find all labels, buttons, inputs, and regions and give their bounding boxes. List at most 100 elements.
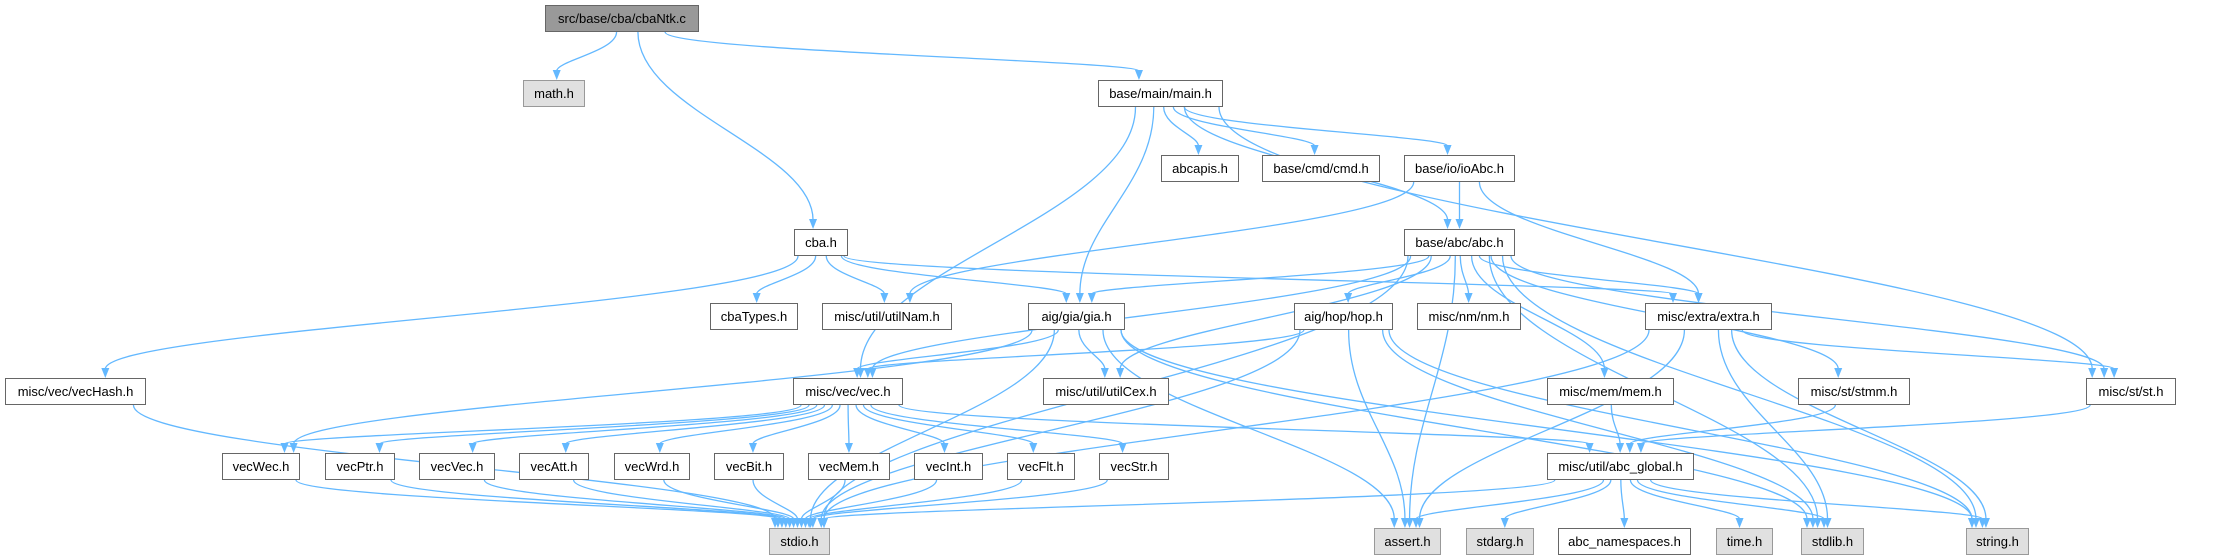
node-cbaTypes[interactable]: cbaTypes.h bbox=[710, 303, 798, 330]
edge-gia-to-stdio bbox=[809, 329, 1055, 520]
node-vecStr[interactable]: vecStr.h bbox=[1099, 453, 1169, 480]
arrowhead-icon bbox=[940, 443, 949, 453]
edge-abc_global-to-time bbox=[1629, 479, 1741, 520]
edge-cba-to-vecHash bbox=[104, 255, 799, 370]
arrowhead-icon bbox=[1464, 293, 1473, 303]
edge-vec-to-vecWrd bbox=[659, 404, 833, 445]
arrowhead-icon bbox=[1600, 368, 1609, 378]
arrowhead-icon bbox=[1116, 368, 1125, 378]
node-vecWrd[interactable]: vecWrd.h bbox=[614, 453, 690, 480]
node-abc_global[interactable]: misc/util/abc_global.h bbox=[1547, 453, 1694, 480]
edge-vec-to-vecFlt bbox=[862, 404, 1034, 445]
node-vecPtr[interactable]: vecPtr.h bbox=[325, 453, 395, 480]
node-abc[interactable]: base/abc/abc.h bbox=[1404, 229, 1515, 256]
arrowhead-icon bbox=[655, 443, 664, 453]
node-vecWec[interactable]: vecWec.h bbox=[222, 453, 300, 480]
arrowhead-icon bbox=[101, 368, 110, 378]
arrowhead-icon bbox=[905, 293, 914, 303]
edge-cba-to-extra bbox=[843, 255, 1674, 295]
node-ioAbc[interactable]: base/io/ioAbc.h bbox=[1404, 155, 1515, 182]
edge-main-to-ioAbc bbox=[1183, 106, 1449, 147]
edge-abc-to-gia bbox=[1091, 255, 1430, 295]
edge-gia-to-utilCex bbox=[1078, 329, 1106, 370]
node-mem[interactable]: misc/mem/mem.h bbox=[1547, 378, 1674, 405]
arrowhead-icon bbox=[1344, 293, 1353, 303]
arrowhead-icon bbox=[1310, 145, 1319, 155]
arrowhead-icon bbox=[1134, 70, 1143, 80]
node-cba[interactable]: cba.h bbox=[794, 229, 848, 256]
arrowhead-icon bbox=[561, 443, 570, 453]
edge-vec-to-abc_global bbox=[898, 404, 1591, 445]
node-vecMem[interactable]: vecMem.h bbox=[808, 453, 890, 480]
arrowhead-icon bbox=[1443, 219, 1452, 229]
edge-vec-to-vecWec bbox=[283, 404, 802, 445]
edge-hop-to-stdio bbox=[820, 329, 1301, 520]
edge-abc-to-hop bbox=[1347, 255, 1451, 295]
arrowhead-icon bbox=[748, 443, 757, 453]
arrowhead-icon bbox=[1636, 443, 1645, 453]
arrowhead-icon bbox=[1087, 293, 1096, 303]
arrowhead-icon bbox=[1390, 518, 1399, 528]
edge-abc_global-to-stdlib bbox=[1636, 479, 1825, 520]
arrowhead-icon bbox=[289, 443, 298, 453]
edge-cba-to-cbaTypes bbox=[756, 255, 817, 295]
edge-abc-to-string bbox=[1501, 255, 1977, 520]
arrowhead-icon bbox=[1978, 518, 1987, 528]
node-vecHash[interactable]: misc/vec/vecHash.h bbox=[5, 378, 146, 405]
edge-vecWrd-to-stdio bbox=[663, 479, 795, 520]
node-cmd[interactable]: base/cmd/cmd.h bbox=[1262, 155, 1380, 182]
node-main[interactable]: base/main/main.h bbox=[1098, 80, 1223, 107]
node-stdio: stdio.h bbox=[769, 528, 830, 555]
node-vec[interactable]: misc/vec/vec.h bbox=[793, 378, 903, 405]
edge-stmm-to-abc_global bbox=[1629, 404, 1836, 445]
node-abc_namespaces[interactable]: abc_namespaces.h bbox=[1558, 528, 1691, 555]
edge-extra-to-st bbox=[1741, 329, 2115, 370]
edge-cbaNtk-to-math bbox=[556, 31, 618, 72]
node-vecVec[interactable]: vecVec.h bbox=[419, 453, 495, 480]
arrowhead-icon bbox=[1585, 443, 1594, 453]
arrowhead-icon bbox=[280, 443, 289, 453]
node-st[interactable]: misc/st/st.h bbox=[2086, 378, 2176, 405]
arrowhead-icon bbox=[1500, 518, 1509, 528]
node-abcapis[interactable]: abcapis.h bbox=[1161, 155, 1239, 182]
edge-vec-to-vecVec bbox=[471, 404, 818, 445]
edge-vecFlt-to-stdio bbox=[808, 479, 1023, 520]
edge-st-to-abc_global bbox=[1640, 404, 2091, 445]
node-utilNam[interactable]: misc/util/utilNam.h bbox=[822, 303, 952, 330]
arrowhead-icon bbox=[1808, 518, 1817, 528]
arrowhead-icon bbox=[1820, 518, 1829, 528]
node-stmm[interactable]: misc/st/stmm.h bbox=[1798, 378, 1910, 405]
arrowhead-icon bbox=[1029, 443, 1038, 453]
edge-vecInt-to-stdio bbox=[804, 479, 938, 520]
edge-extra-to-assert bbox=[1418, 329, 1686, 520]
edge-hop-to-vec bbox=[867, 329, 1305, 370]
node-gia[interactable]: aig/gia/gia.h bbox=[1028, 303, 1125, 330]
arrowhead-icon bbox=[1625, 443, 1634, 453]
node-vecBit[interactable]: vecBit.h bbox=[714, 453, 784, 480]
arrowhead-icon bbox=[880, 293, 889, 303]
arrowhead-icon bbox=[1118, 443, 1127, 453]
node-string: string.h bbox=[1966, 528, 2029, 555]
edge-gia-to-vec bbox=[856, 329, 1059, 370]
node-nm[interactable]: misc/nm/nm.h bbox=[1417, 303, 1521, 330]
edge-main-to-gia bbox=[1079, 106, 1155, 295]
arrowhead-icon bbox=[1834, 368, 1843, 378]
arrowhead-icon bbox=[552, 70, 561, 80]
node-utilCex[interactable]: misc/util/utilCex.h bbox=[1043, 378, 1169, 405]
arrowhead-icon bbox=[1443, 145, 1452, 155]
edge-gia-to-stdlib bbox=[1120, 329, 1808, 520]
arrowhead-icon bbox=[1669, 293, 1677, 303]
node-vecInt[interactable]: vecInt.h bbox=[914, 453, 983, 480]
edge-abc_global-to-stdio bbox=[823, 479, 1556, 520]
arrowhead-icon bbox=[809, 219, 818, 229]
node-vecAtt[interactable]: vecAtt.h bbox=[519, 453, 589, 480]
arrowhead-icon bbox=[2100, 368, 2109, 378]
node-hop[interactable]: aig/hop/hop.h bbox=[1294, 303, 1393, 330]
edge-hop-to-string bbox=[1388, 329, 1973, 520]
edge-vec-to-vecMem bbox=[847, 404, 850, 445]
edge-abc_global-to-stdarg bbox=[1504, 479, 1612, 520]
node-vecFlt[interactable]: vecFlt.h bbox=[1007, 453, 1075, 480]
edge-mem-to-abc_global bbox=[1610, 404, 1621, 445]
node-extra[interactable]: misc/extra/extra.h bbox=[1645, 303, 1772, 330]
